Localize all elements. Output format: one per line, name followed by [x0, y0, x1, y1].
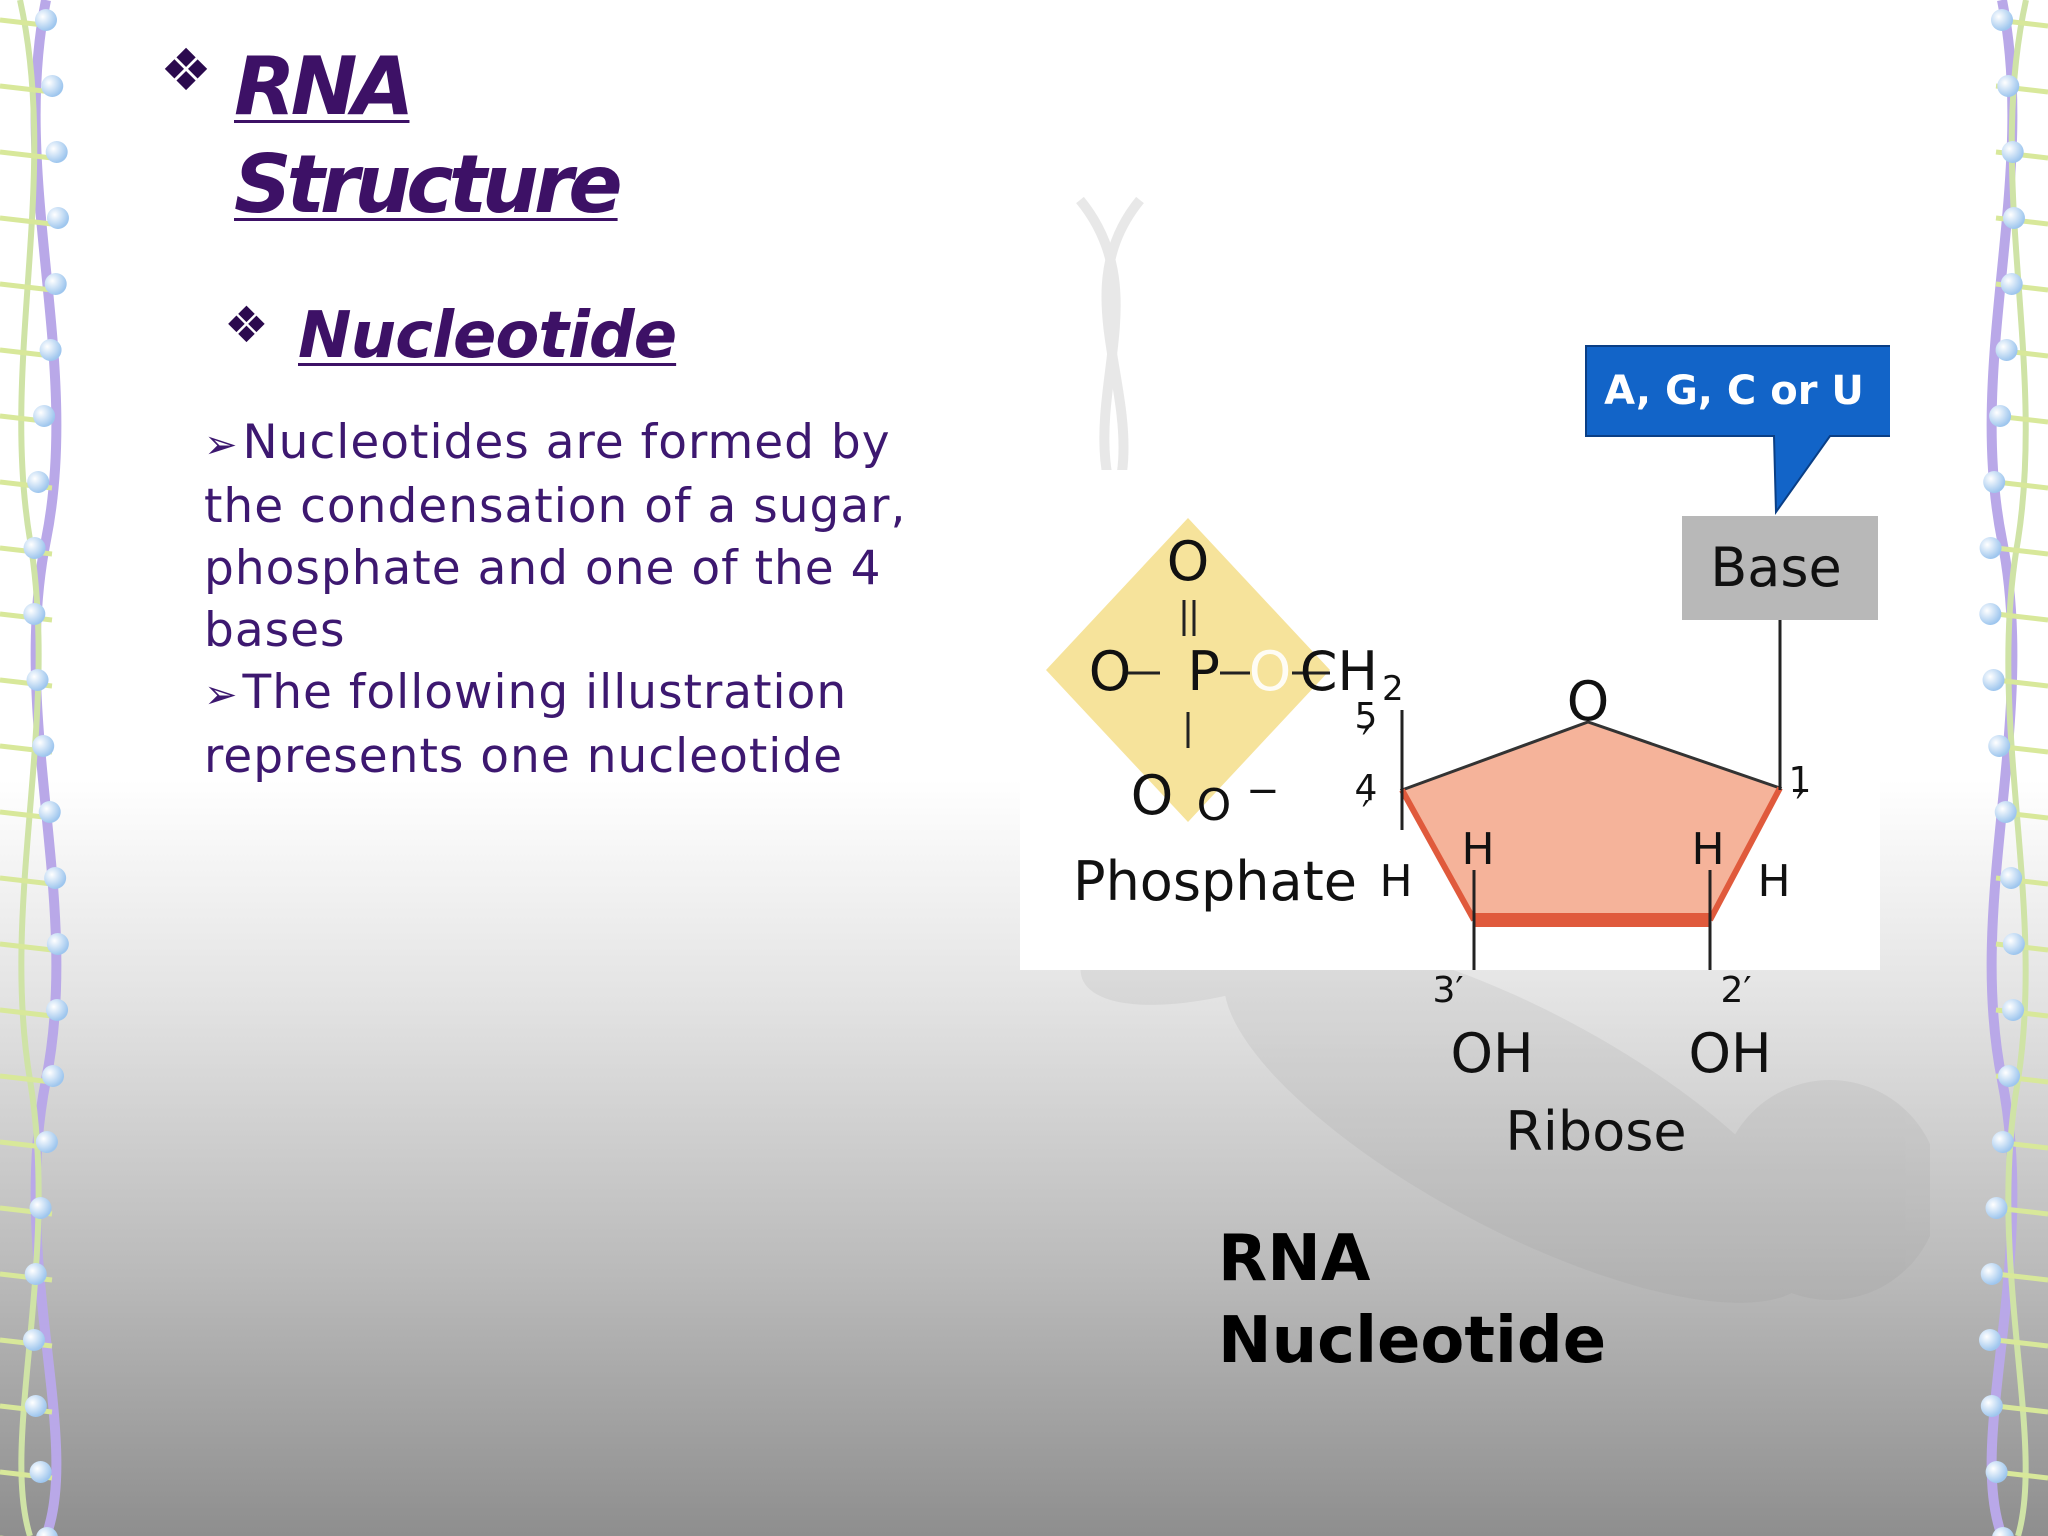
- position-5-prime: ′: [1362, 722, 1370, 763]
- border-bead: [35, 9, 57, 31]
- atom-h-c1: H: [1757, 856, 1790, 907]
- border-bead: [2000, 273, 2023, 295]
- bullet-item: ➢The following illustration represents o…: [204, 662, 964, 788]
- border-bead: [45, 141, 68, 163]
- position-4: 4: [1355, 768, 1378, 809]
- atom-h-c3: H: [1461, 824, 1494, 875]
- atom-o-bottom: O: [1131, 764, 1174, 827]
- border-bead: [23, 603, 46, 625]
- border-bead: [23, 1329, 46, 1351]
- border-bead: [1998, 1065, 2021, 1087]
- ribose-left-edge: [1399, 788, 1477, 922]
- hydroxyl-3: OH: [1450, 1022, 1533, 1085]
- atom-h-c2: H: [1691, 824, 1724, 875]
- base-box: [1682, 516, 1878, 620]
- border-bead: [46, 933, 69, 955]
- bullet-text: The following illustration represents on…: [204, 665, 848, 784]
- border-bead: [24, 1395, 47, 1417]
- bullet-text: Nucleotides are formed by the condensati…: [204, 415, 907, 658]
- border-bead: [1989, 405, 2012, 427]
- slide-subtitle: Nucleotide: [298, 299, 677, 373]
- border-bead: [41, 75, 64, 97]
- position-1-prime: ′: [1796, 786, 1804, 827]
- border-bead: [2002, 999, 2025, 1021]
- border-bead: [1992, 1527, 2014, 1536]
- ch2-subscript: 2: [1382, 669, 1404, 709]
- atom-o-bridge: O: [1249, 640, 1292, 703]
- border-bead: [2002, 933, 2025, 955]
- bullet-item: ➢Nucleotides are formed by the condensat…: [204, 412, 964, 662]
- position-3-prime: 3′: [1432, 970, 1463, 1011]
- border-bead: [1994, 801, 2017, 823]
- arrow-bullet-icon: ➢: [204, 672, 239, 718]
- border-bead: [1997, 75, 2020, 97]
- caption-line-1: RNA: [1218, 1222, 1371, 1296]
- border-bead: [29, 1461, 52, 1483]
- atom-o-left: O: [1089, 640, 1132, 703]
- border-bead: [26, 669, 49, 691]
- base-label: Base: [1710, 536, 1842, 599]
- border-bead: [36, 1527, 58, 1536]
- right-dna-border: [1979, 0, 2048, 1536]
- border-bead: [35, 1131, 58, 1153]
- border-bead: [1979, 603, 2002, 625]
- border-bead: [1991, 1131, 2014, 1153]
- ribose-label: Ribose: [1505, 1100, 1686, 1163]
- border-bead: [33, 405, 56, 427]
- position-5: 5: [1355, 696, 1378, 737]
- border-bead: [2002, 207, 2025, 229]
- bullet-list: ➢Nucleotides are formed by the condensat…: [204, 412, 964, 788]
- border-bead: [42, 1065, 65, 1087]
- phosphate-label: Phosphate: [1073, 850, 1357, 913]
- diamond-bullet-icon: ❖: [160, 36, 212, 104]
- border-bead: [1985, 1197, 2008, 1219]
- border-bead: [46, 207, 69, 229]
- border-bead: [1980, 1263, 2003, 1285]
- diagram-caption: RNA Nucleotide: [1218, 1218, 1606, 1382]
- border-bead: [1988, 735, 2011, 757]
- border-bead: [2000, 867, 2023, 889]
- atom-h-c4: H: [1379, 856, 1412, 907]
- border-bead: [1995, 339, 2018, 361]
- position-2-prime: 2′: [1720, 970, 1751, 1011]
- atom-p: P: [1187, 640, 1220, 703]
- arrow-bullet-icon: ➢: [204, 422, 239, 468]
- border-bead: [1980, 1395, 2003, 1417]
- slide-title: RNA Structure: [234, 40, 623, 231]
- border-bead: [2001, 141, 2024, 163]
- nucleotide-diagram: A, G, C or U Base O O P O CH O O 2 O − H…: [1010, 340, 1895, 1180]
- border-bead: [46, 999, 69, 1021]
- border-bead: [29, 1197, 52, 1219]
- border-bead: [44, 273, 67, 295]
- position-4-prime: ′: [1362, 794, 1370, 835]
- ribose-right-edge: [1707, 786, 1783, 922]
- atom-o-top: O: [1167, 530, 1210, 593]
- border-bead: [23, 537, 46, 559]
- phosphate-diamond: [1046, 518, 1330, 822]
- atom-ring-o: O: [1567, 670, 1610, 733]
- border-bead: [1979, 537, 2002, 559]
- caption-line-2: Nucleotide: [1218, 1304, 1607, 1378]
- border-bead: [1982, 669, 2005, 691]
- bond-lines: [1128, 600, 1782, 970]
- diamond-bullet-icon: ❖: [224, 296, 269, 354]
- left-dna-border: [0, 0, 69, 1536]
- charge-minus: −: [1246, 768, 1280, 814]
- border-bead: [1983, 471, 2006, 493]
- border-bead: [1991, 9, 2013, 31]
- hydroxyl-2: OH: [1688, 1022, 1771, 1085]
- border-bead: [38, 801, 61, 823]
- border-bead: [39, 339, 62, 361]
- border-bead: [1979, 1329, 2002, 1351]
- atom-ch2: CH: [1300, 640, 1378, 703]
- border-bead: [24, 1263, 47, 1285]
- atom-o-minus: O: [1197, 780, 1232, 831]
- border-bead: [44, 867, 67, 889]
- callout-text: A, G, C or U: [1604, 368, 1864, 414]
- position-1: 1: [1789, 760, 1812, 801]
- border-bead: [32, 735, 55, 757]
- nucleotide-svg: A, G, C or U Base O O P O CH O O 2 O − H…: [1020, 345, 1895, 1163]
- border-bead: [27, 471, 50, 493]
- border-bead: [1985, 1461, 2008, 1483]
